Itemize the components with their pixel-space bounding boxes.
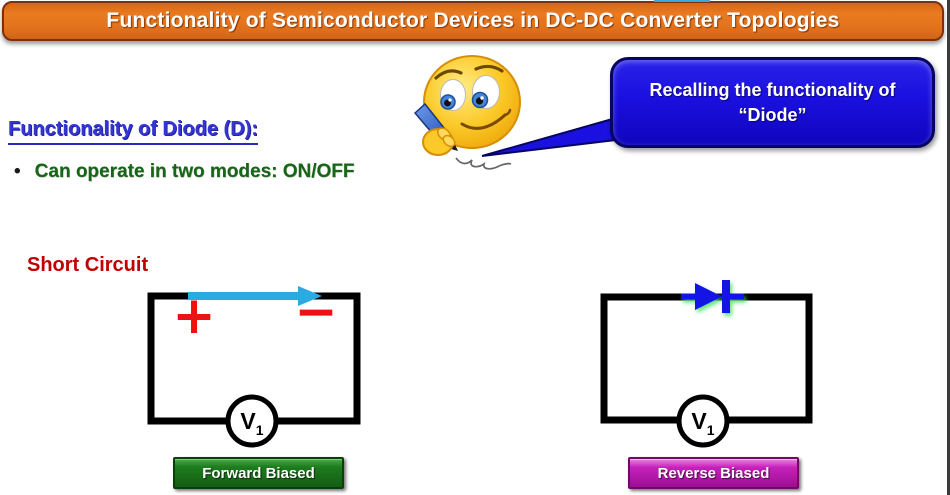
diode-symbol-icon bbox=[681, 280, 744, 313]
speech-bubble: Recalling the functionality of “Diode” bbox=[610, 57, 935, 148]
minus-terminal-symbol: − bbox=[294, 282, 338, 342]
forward-biased-badge: Forward Biased bbox=[173, 457, 344, 489]
short-circuit-caption: Short Circuit bbox=[27, 254, 149, 276]
writing-emoji-icon bbox=[413, 55, 521, 170]
emoji-right-eyebrow bbox=[474, 64, 504, 73]
forward-biased-circuit: V1 bbox=[147, 286, 361, 448]
emoji-smile bbox=[460, 113, 507, 130]
diode-cathode-bar bbox=[722, 280, 730, 313]
top-edge-sliver bbox=[654, 0, 710, 2]
reverse-biased-badge: Reverse Biased bbox=[628, 457, 799, 489]
plus-terminal-symbol: + bbox=[172, 286, 216, 346]
bullet-text: Can operate in two modes: ON/OFF bbox=[34, 161, 355, 182]
slide-title: Functionality of Semiconductor Devices i… bbox=[106, 9, 840, 32]
speech-bubble-text-line1: Recalling the functionality of bbox=[649, 80, 896, 101]
reverse-biased-circuit: V1 bbox=[600, 280, 813, 448]
current-flow-arrowhead bbox=[298, 286, 322, 306]
bullet-marker: • bbox=[14, 161, 21, 182]
speech-bubble-text-line2: “Diode” bbox=[738, 104, 807, 125]
emoji-left-eyebrow bbox=[434, 69, 463, 80]
title-banner: Functionality of Semiconductor Devices i… bbox=[2, 1, 944, 41]
section-heading: Functionality of Diode (D): bbox=[8, 118, 258, 145]
slide-right-border bbox=[947, 0, 950, 495]
pen-scribble bbox=[455, 157, 512, 170]
diode-anode-triangle bbox=[695, 283, 722, 310]
voltage-source-label: V1 bbox=[240, 408, 263, 438]
voltage-source-circle bbox=[225, 394, 279, 448]
bullet-item: • Can operate in two modes: ON/OFF bbox=[14, 161, 355, 183]
speech-bubble-tail bbox=[481, 116, 617, 157]
voltage-source-circle bbox=[676, 394, 730, 448]
voltage-source-label: V1 bbox=[691, 408, 714, 438]
